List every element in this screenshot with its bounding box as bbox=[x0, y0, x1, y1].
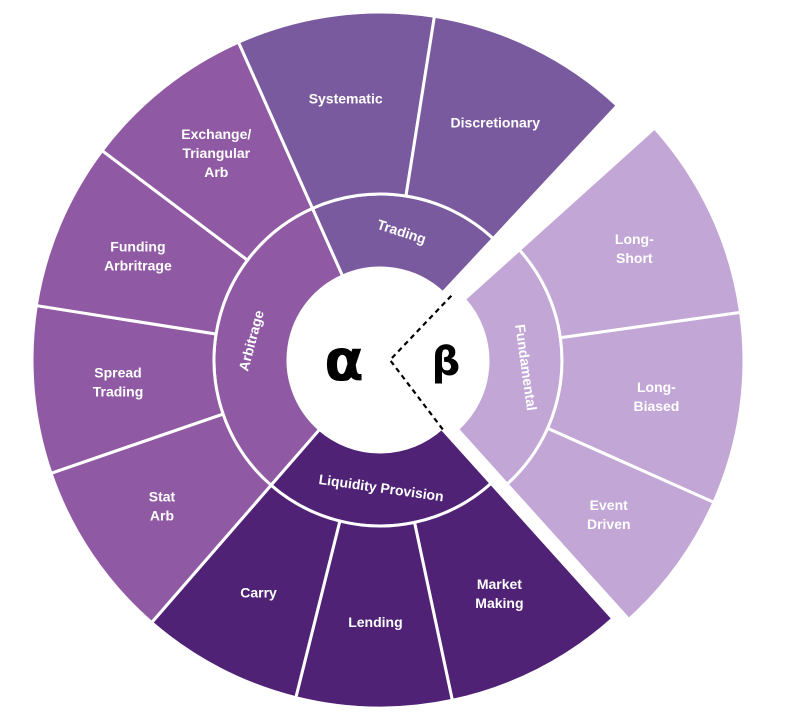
segment-carry bbox=[149, 483, 342, 700]
center-hub: α β bbox=[290, 270, 470, 450]
segment-label-long-short: Long-Short bbox=[615, 231, 654, 266]
beta-symbol: β bbox=[432, 339, 461, 385]
segment-label-systematic: Systematic bbox=[309, 90, 383, 106]
segment-label-discretionary: Discretionary bbox=[451, 114, 541, 130]
segment-event-driven bbox=[504, 426, 716, 622]
segment-label-lending: Lending bbox=[348, 614, 402, 630]
alpha-beta-divider-dashed bbox=[388, 295, 453, 433]
segment-label-long-biased: Long-Biased bbox=[633, 379, 679, 414]
segment-discretionary bbox=[404, 14, 620, 241]
alpha-symbol: α bbox=[324, 326, 364, 394]
segment-label-carry: Carry bbox=[240, 584, 277, 600]
